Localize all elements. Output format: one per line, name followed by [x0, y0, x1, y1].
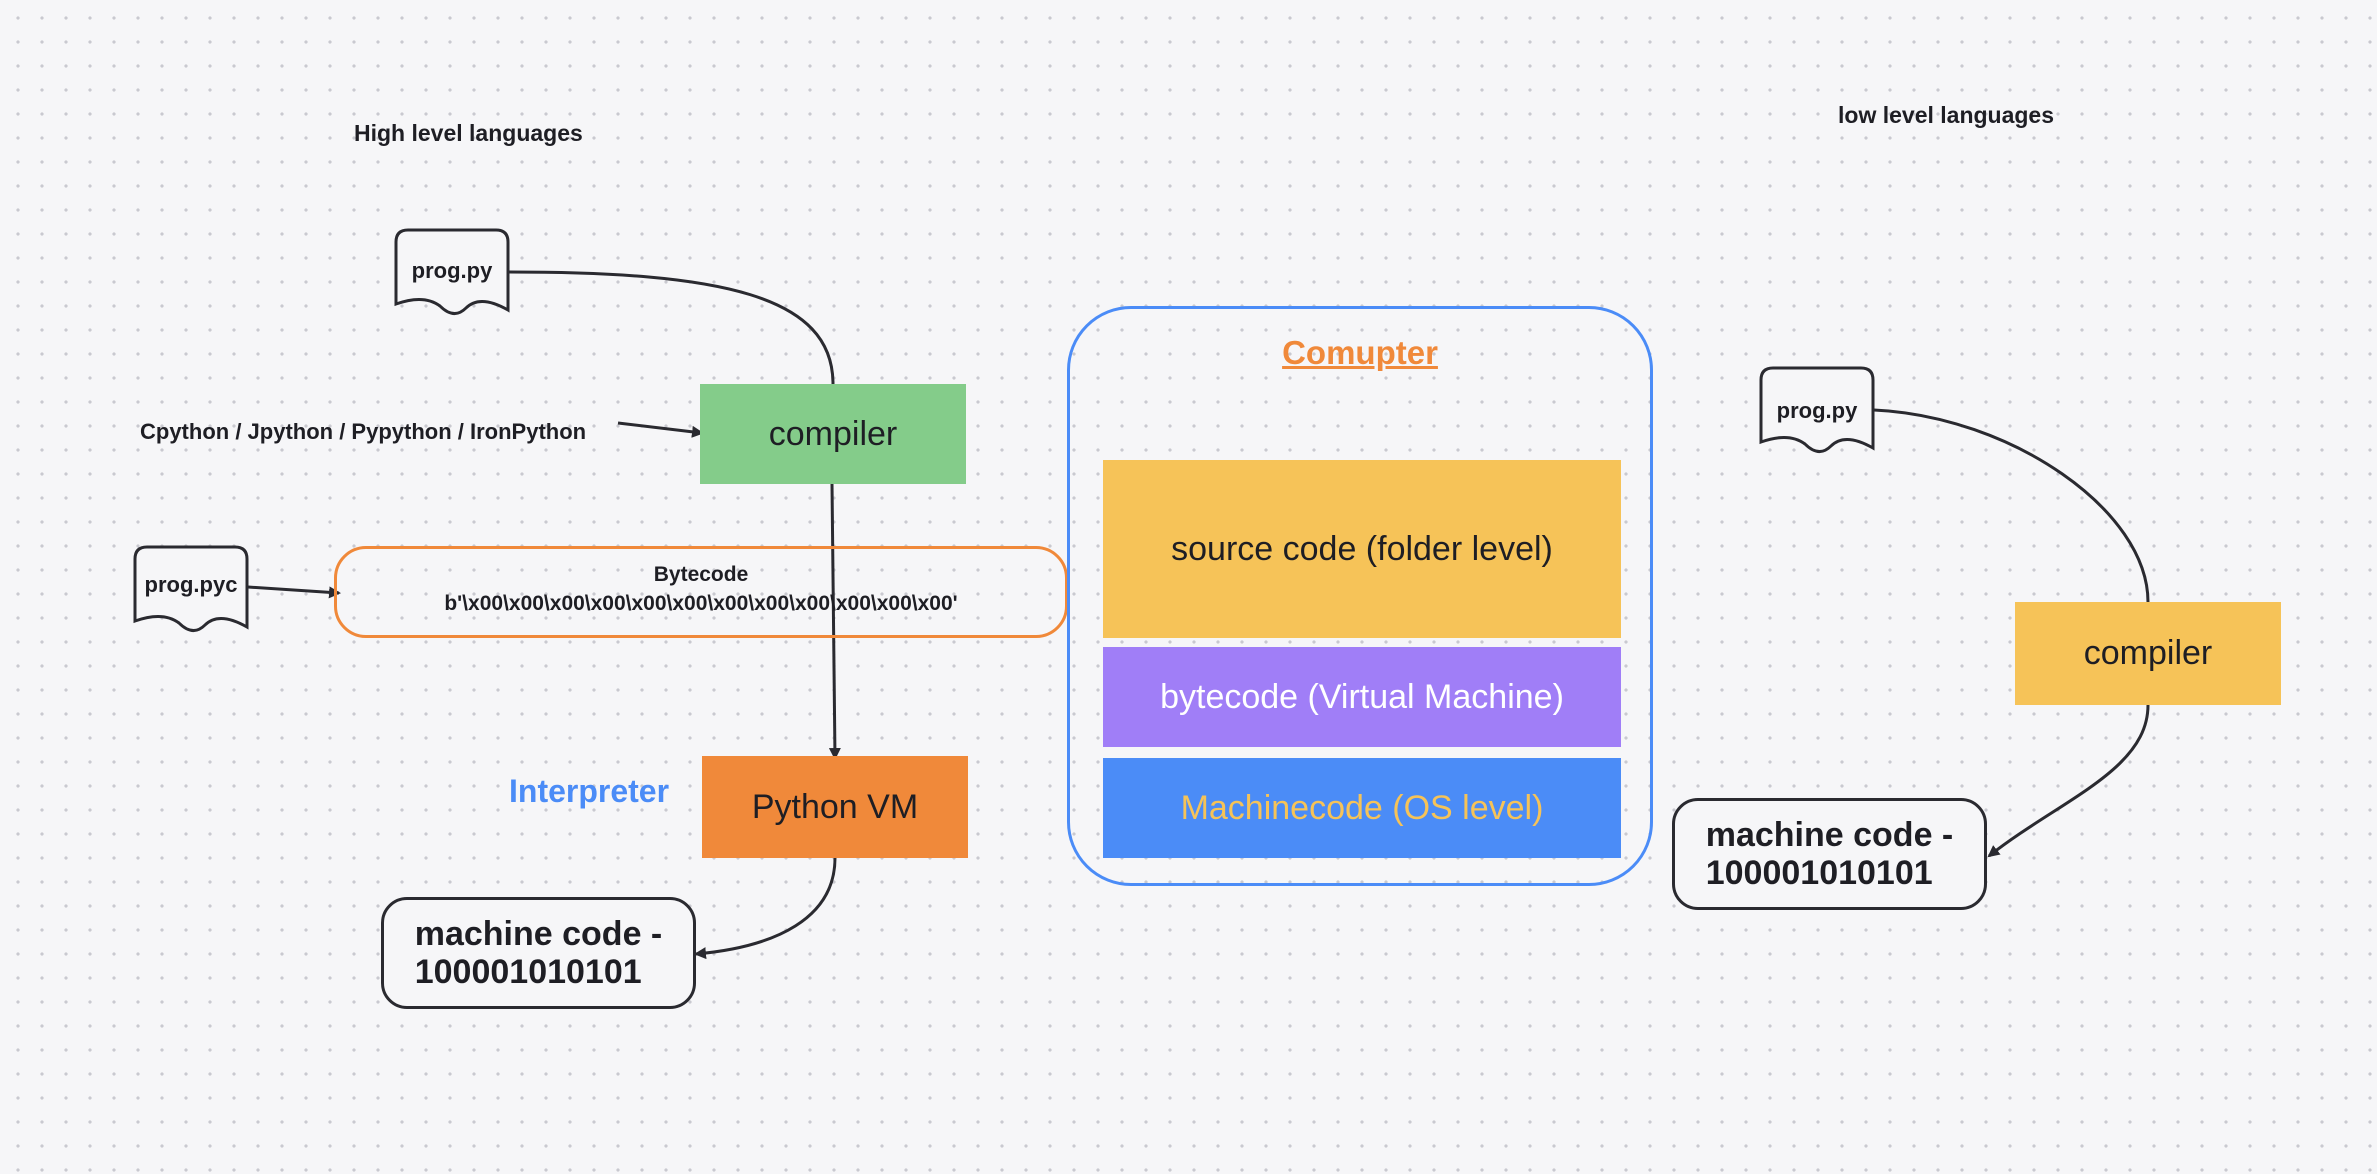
interpreter-label: Interpreter — [509, 773, 670, 809]
document-icon — [394, 228, 510, 315]
machine-code-line2: 100001010101 — [414, 953, 642, 991]
low-level-languages-title: low level languages — [1838, 102, 2055, 128]
machine-code-line1: machine code - — [414, 915, 663, 953]
right-prog-py-label: prog.py — [1776, 398, 1858, 423]
layer-source-code[interactable]: source code (folder level) — [1103, 460, 1621, 638]
computer-title: Comupter — [1282, 334, 1438, 371]
right-prog-py-file[interactable]: prog.py — [1759, 366, 1875, 454]
right-compiler-box[interactable]: compiler — [2015, 602, 2281, 705]
prog-py-file[interactable]: prog.py — [394, 228, 510, 316]
implementations-label: Cpython / Jpython / Pypython / IronPytho… — [140, 419, 587, 444]
arrow-right-prog-py-to-compiler — [1873, 408, 2150, 603]
python-vm-box[interactable]: Python VM — [702, 756, 968, 858]
prog-py-label: prog.py — [411, 258, 493, 283]
prog-pyc-file[interactable]: prog.pyc — [133, 545, 249, 633]
bytecode-title: Bytecode — [653, 563, 749, 586]
arrow-implementations-to-compiler — [617, 421, 704, 438]
compiler-box[interactable]: compiler — [700, 384, 966, 484]
layer-machinecode[interactable]: Machinecode (OS level) — [1103, 758, 1621, 858]
machine-code-box-left[interactable]: machine code - 100001010101 — [381, 897, 696, 1009]
high-level-languages-title: High level languages — [354, 120, 583, 146]
document-icon — [1759, 366, 1875, 453]
document-icon — [133, 545, 249, 632]
right-machine-code-line1: machine code - — [1705, 816, 1954, 854]
right-machine-code-line2: 100001010101 — [1705, 854, 1933, 892]
arrow-right-compiler-to-machine-code — [1987, 704, 2150, 858]
arrow-prog-py-to-compiler — [508, 270, 835, 385]
arrow-vm-to-machine-code — [694, 857, 837, 960]
prog-pyc-label: prog.pyc — [144, 572, 238, 597]
layer-bytecode[interactable]: bytecode (Virtual Machine) — [1103, 647, 1621, 747]
machine-code-box-right[interactable]: machine code - 100001010101 — [1672, 798, 1987, 910]
bytecode-value: b'\x00\x00\x00\x00\x00\x00\x00\x00\x00\x… — [444, 592, 958, 615]
computer-container[interactable] — [1067, 306, 1653, 886]
arrow-pyc-to-bytecode — [247, 585, 341, 599]
bytecode-container[interactable] — [334, 546, 1068, 638]
